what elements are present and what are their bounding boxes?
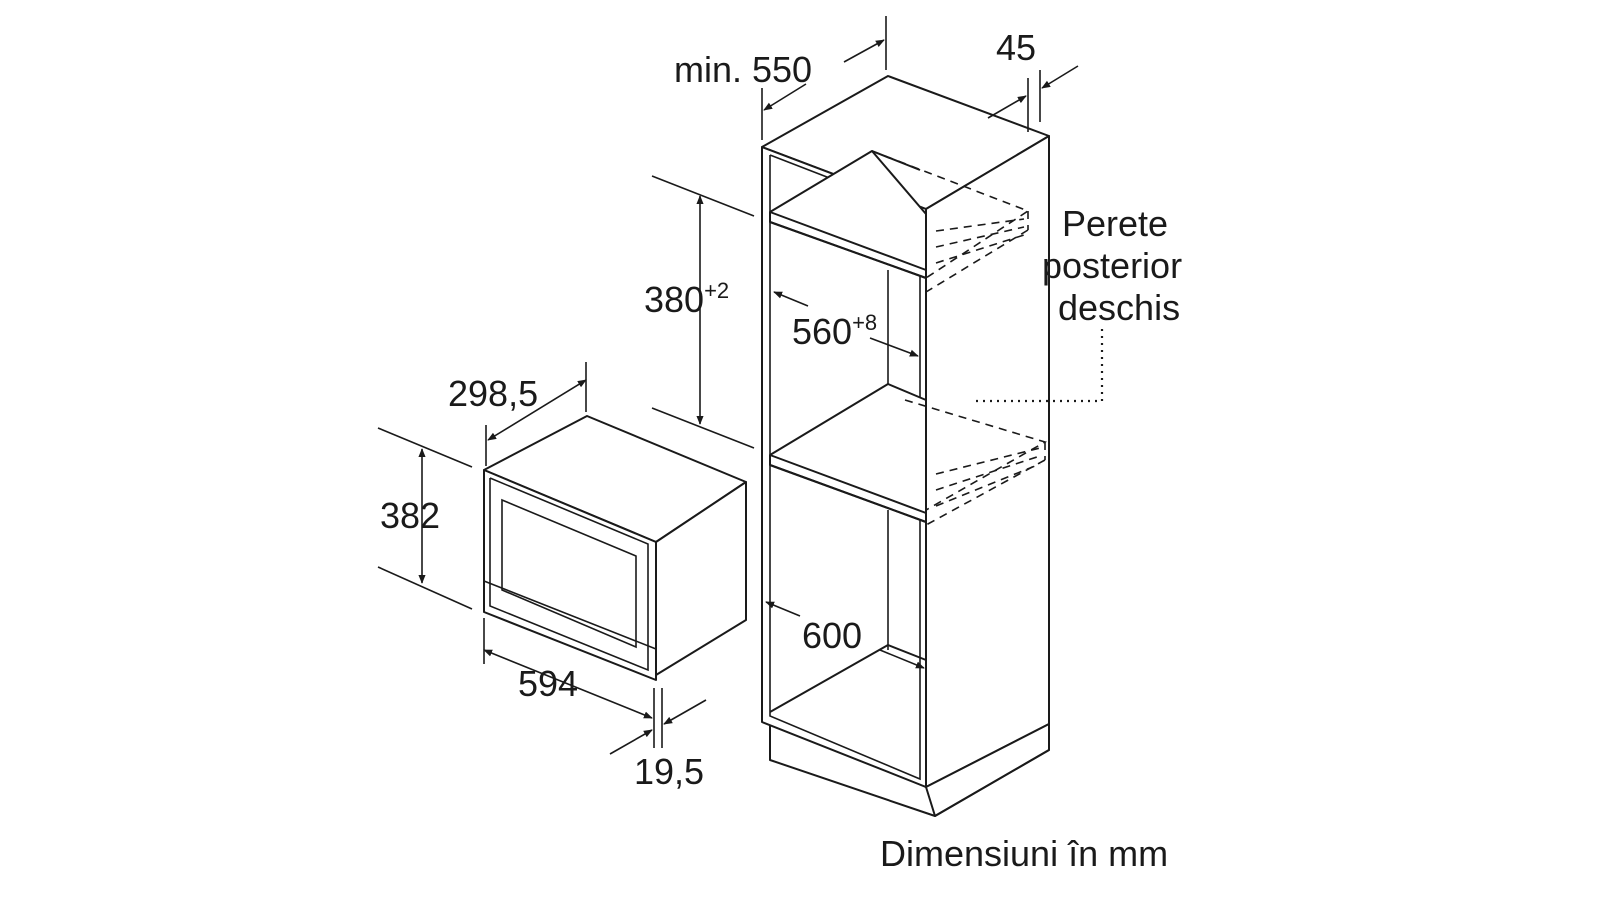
cabinet-drawing xyxy=(761,75,1050,817)
cabinet-width-arrow-right xyxy=(879,649,925,669)
cabinet-width-label: 600 xyxy=(802,615,862,656)
dash-seg xyxy=(935,218,1025,232)
gap-arrow-right xyxy=(1041,65,1079,89)
oven-height-label: 382 xyxy=(380,495,440,536)
oven-depth-label: 298,5 xyxy=(448,373,538,414)
min-depth-label: min. 550 xyxy=(674,49,812,90)
cabinet-width-arrow-left xyxy=(765,601,801,617)
depth-arrow-bottom xyxy=(763,83,807,111)
units-caption: Dimensiuni în mm xyxy=(880,833,1168,874)
niche-width-value: 560 xyxy=(792,311,852,352)
back-wall-label-line2: posterior xyxy=(1042,245,1182,286)
back-wall-label-line1: Perete xyxy=(1062,203,1168,244)
oven-width-arrow xyxy=(483,649,653,719)
back-wall-leader xyxy=(976,328,1104,403)
oven-depth-arrow xyxy=(487,379,587,441)
ext-line xyxy=(377,566,473,610)
niche-width-arrow-left xyxy=(773,291,809,307)
dash-seg xyxy=(935,226,1025,248)
ext-line xyxy=(651,175,755,217)
bottom-shelf-edge xyxy=(769,644,927,713)
middle-shelf xyxy=(769,383,927,523)
niche-height-value: 380 xyxy=(644,279,704,320)
dash-seg xyxy=(935,455,1041,491)
back-gap-label: 45 xyxy=(996,27,1036,68)
oven-door-line xyxy=(483,580,657,650)
dash-seg xyxy=(925,459,1046,526)
upper-shelf xyxy=(769,150,927,279)
dash-seg xyxy=(925,229,1029,293)
middle-shelf-front xyxy=(769,454,927,523)
niche-height-tolerance: +2 xyxy=(704,278,729,303)
front-thickness-arrow-right xyxy=(663,699,707,725)
front-thickness-arrow-left xyxy=(609,729,653,755)
oven-width-label: 594 xyxy=(518,663,578,704)
labels: 382 298,5 594 19,5 380+2 560+8 600 min. … xyxy=(380,27,1182,874)
gap-arrow-left xyxy=(987,95,1027,119)
depth-arrow-top xyxy=(843,39,885,63)
cabinet-right-side xyxy=(925,135,1050,788)
niche-width-label: 560+8 xyxy=(792,310,877,352)
ext-line xyxy=(651,407,755,449)
upper-shelf-front xyxy=(769,211,927,279)
oven-window xyxy=(501,498,637,649)
front-thickness-label: 19,5 xyxy=(634,751,704,792)
niche-width-arrow-right xyxy=(869,337,919,357)
dash-seg xyxy=(935,234,1025,264)
oven-drawing xyxy=(483,415,747,681)
dash-seg xyxy=(935,463,1041,507)
dash-seg xyxy=(935,447,1041,475)
back-wall-label-line3: deschis xyxy=(1058,287,1180,328)
cabinet-plinth-edge xyxy=(769,722,1050,817)
oven-front xyxy=(483,469,657,681)
shelf-edge xyxy=(871,150,921,171)
niche-width-tolerance: +8 xyxy=(852,310,877,335)
ext-line xyxy=(377,427,473,468)
dimension-lines xyxy=(377,16,1104,755)
niche-height-label: 380+2 xyxy=(644,278,729,320)
